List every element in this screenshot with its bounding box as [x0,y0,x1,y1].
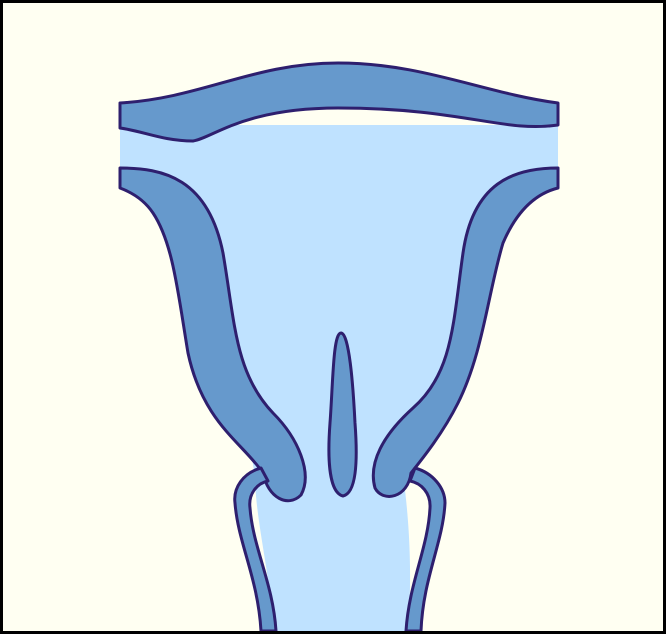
uterus-diagram [3,3,663,631]
